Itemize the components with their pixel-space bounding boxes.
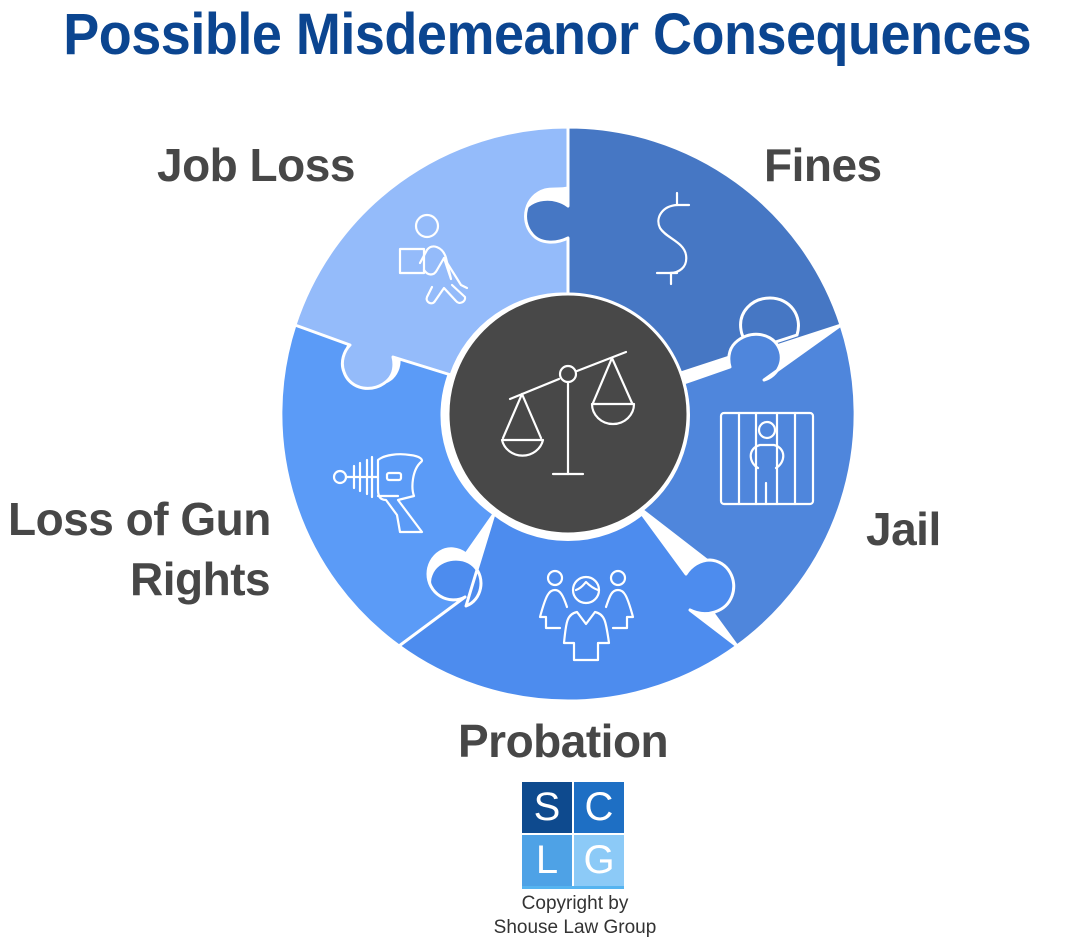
copyright-text: Copyright by Shouse Law Group	[470, 892, 680, 940]
page-title: Possible Misdemeanor Consequences	[63, 2, 1032, 67]
logo-cell-c: C	[574, 782, 624, 833]
scales-of-justice-icon	[500, 350, 636, 476]
prisoner-behind-bars-icon	[719, 411, 815, 506]
label-fines: Fines	[764, 139, 882, 191]
dollar-sign-icon	[655, 191, 691, 286]
label-loss-of-gun-rights-line2: Rights	[130, 553, 271, 605]
segment-job-loss	[293, 125, 570, 390]
logo-cell-g: G	[574, 835, 624, 886]
segment-probation	[397, 512, 739, 703]
copyright-line2: Shouse Law Group	[493, 917, 657, 938]
logo-cell-s: S	[522, 782, 572, 833]
label-jail: Jail	[866, 503, 941, 555]
group-of-people-icon	[538, 569, 635, 662]
label-probation: Probation	[458, 715, 669, 767]
person-carrying-box-icon	[398, 213, 469, 305]
copyright-line1: Copyright by	[521, 893, 629, 914]
sclg-logo: S C L G	[522, 782, 624, 890]
gun-icon	[332, 453, 424, 534]
logo-bottom-bar	[522, 886, 624, 889]
label-job-loss: Job Loss	[157, 139, 355, 191]
label-loss-of-gun-rights-line1: Loss of Gun	[8, 493, 271, 545]
logo-cell-l: L	[522, 835, 572, 886]
